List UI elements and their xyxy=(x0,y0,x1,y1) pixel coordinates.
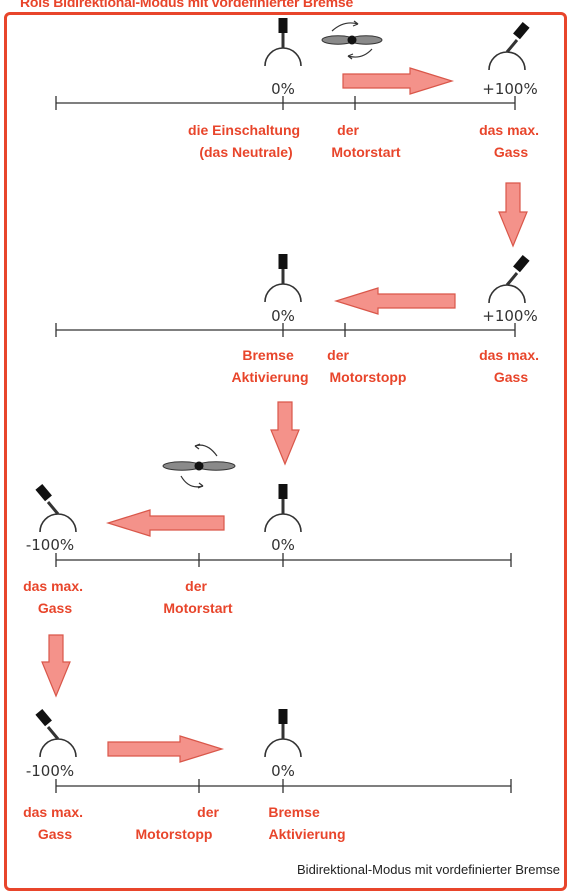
pct-end-label: +100% xyxy=(482,80,537,98)
pct-center-label: 0% xyxy=(271,536,295,554)
label-einschaltung: die Einschaltung (das Neutrale) xyxy=(188,122,304,160)
arrow-right-icon xyxy=(107,735,225,763)
axis-line-2 xyxy=(55,323,516,337)
label-max-gass: das max. Gass xyxy=(23,578,87,616)
arrow-left-icon xyxy=(333,287,456,315)
arrow-down-icon xyxy=(41,634,71,698)
throttle-stick-icon xyxy=(487,20,532,72)
throttle-stick-icon xyxy=(487,253,532,305)
pct-center-label: 0% xyxy=(271,307,295,325)
pct-center-label: 0% xyxy=(271,80,295,98)
arrow-right-icon xyxy=(342,67,455,95)
diagram-frame xyxy=(4,12,567,891)
throttle-stick-icon xyxy=(263,707,303,759)
figure-caption: Bidirektional-Modus mit vordefinierter B… xyxy=(297,862,560,877)
pct-start-label: -100% xyxy=(26,762,74,780)
header-strip: Rols Bidirektional-Modus mit vordefinier… xyxy=(0,0,574,12)
label-motorstopp: der Motorstopp xyxy=(136,804,223,842)
panel-4: -100% 0% das max. Gass der Motorstopp Br… xyxy=(23,707,512,842)
throttle-stick-icon xyxy=(263,16,303,68)
axis-line-3 xyxy=(55,553,512,567)
pct-center-label: 0% xyxy=(271,762,295,780)
panel-1: 0% +100% die Einschaltung (das Neutrale)… xyxy=(55,16,543,248)
panel-2: 0% +100% Bremse Aktivierung der Motorsto… xyxy=(55,252,543,466)
arrow-down-icon xyxy=(270,401,300,466)
panel-3: -100% 0% das max. Gass der Motorstart xyxy=(23,443,512,698)
label-bremse-aktivierung: Bremse Aktivierung xyxy=(268,804,345,842)
header-title: Rols Bidirektional-Modus mit vordefinier… xyxy=(20,0,354,10)
label-motorstart: der Motorstart xyxy=(331,122,401,160)
label-max-gass: das max. Gass xyxy=(23,804,87,842)
throttle-stick-icon xyxy=(263,252,303,304)
label-max-gass: das max. Gass xyxy=(479,347,543,385)
label-motorstopp: der Motorstopp xyxy=(327,347,406,385)
label-bremse-aktivierung: Bremse Aktivierung xyxy=(231,347,308,385)
throttle-stick-icon xyxy=(33,482,78,534)
arrow-left-icon xyxy=(105,509,225,537)
axis-line-4 xyxy=(55,779,512,793)
arrow-down-icon xyxy=(498,182,528,248)
throttle-stick-icon xyxy=(263,482,303,534)
label-max-gass: das max. Gass xyxy=(479,122,543,160)
axis-line-1 xyxy=(55,96,516,110)
label-motorstart: der Motorstart xyxy=(163,578,233,616)
propeller-icon xyxy=(321,20,383,60)
pct-start-label: -100% xyxy=(26,536,74,554)
propeller-icon xyxy=(162,443,236,489)
throttle-stick-icon xyxy=(33,707,78,759)
pct-end-label: +100% xyxy=(482,307,537,325)
